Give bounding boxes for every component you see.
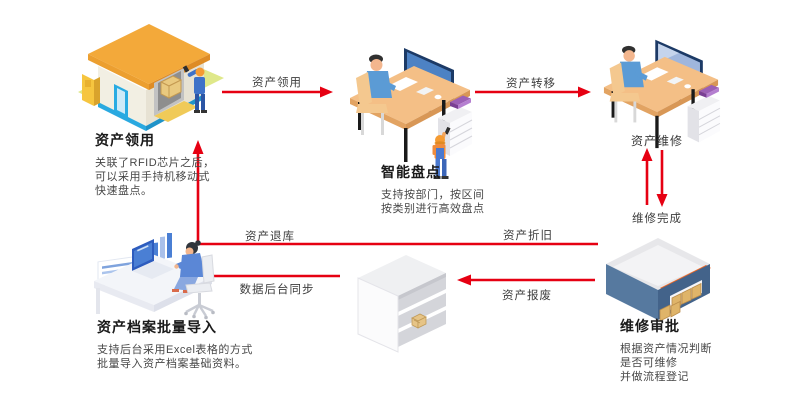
desc-line: 可以采用手持机移动式 bbox=[95, 171, 210, 183]
warehouse-worker bbox=[182, 65, 207, 113]
node-asset-requisition-text: 资产领用 关联了RFID芯片之后， 可以采用手持机移动式 快速盘点。 bbox=[95, 130, 215, 198]
office-desk-computer-icon bbox=[598, 34, 724, 150]
node-smart-inventory-text: 智能盘点 支持按部门，按区间 按类别进行高效盘点 bbox=[381, 162, 485, 216]
node-archive-import-text: 资产档案批量导入 支持后台采用Excel表格的方式 批量导入资产档案基础资料。 bbox=[97, 317, 253, 371]
drawer-cabinet bbox=[687, 84, 721, 143]
node-title: 维修审批 bbox=[620, 318, 680, 334]
edge-label-depreciation: 资产折旧 bbox=[503, 230, 553, 242]
edge-label-requisition: 资产领用 bbox=[252, 77, 302, 89]
office-desk-computer-icon bbox=[344, 42, 476, 164]
edge-label-data-sync: 数据后台同步 bbox=[239, 284, 315, 296]
desc-line: 按类别进行高效盘点 bbox=[381, 203, 485, 215]
arrow-repair-up bbox=[641, 148, 653, 205]
node-title: 资产档案批量导入 bbox=[97, 319, 217, 335]
arrow-transfer bbox=[475, 86, 591, 98]
shelf-rack-icon bbox=[352, 250, 452, 356]
office-chair bbox=[184, 254, 215, 320]
arrow-scrap bbox=[457, 274, 595, 286]
desc-line: 并做流程登记 bbox=[620, 371, 689, 383]
desc-line: 支持后台采用Excel表格的方式 bbox=[97, 344, 253, 356]
desc-line: 关联了RFID芯片之后， bbox=[95, 157, 215, 169]
desc-line: 快速盘点。 bbox=[95, 185, 153, 197]
laptop-workstation-icon bbox=[90, 233, 236, 321]
node-title: 智能盘点 bbox=[381, 164, 441, 180]
desc-line: 支持按部门，按区间 bbox=[381, 189, 485, 201]
edge-label-transfer: 资产转移 bbox=[506, 78, 556, 90]
arrow-requisition bbox=[222, 86, 333, 98]
desc-line: 是否可维修 bbox=[620, 357, 678, 369]
handheld-scanner-worker-icon bbox=[427, 127, 461, 183]
storage-crate-icon bbox=[602, 236, 714, 322]
warehouse-icon bbox=[78, 22, 226, 134]
edge-label-return-store: 资产退库 bbox=[245, 231, 295, 243]
desc-line: 批量导入资产档案基础资料。 bbox=[97, 358, 247, 370]
node-title: 资产领用 bbox=[95, 132, 155, 148]
desc-line: 根据资产情况判断 bbox=[620, 343, 712, 355]
edge-label-scrap: 资产报废 bbox=[502, 290, 552, 302]
node-repair-approval-text: 维修审批 根据资产情况判断 是否可维修 并做流程登记 bbox=[620, 316, 712, 384]
edge-label-repair-done: 维修完成 bbox=[632, 213, 682, 225]
arrow-repair-down bbox=[656, 150, 668, 207]
node-title-asset-repair: 资产维修 bbox=[630, 134, 683, 148]
